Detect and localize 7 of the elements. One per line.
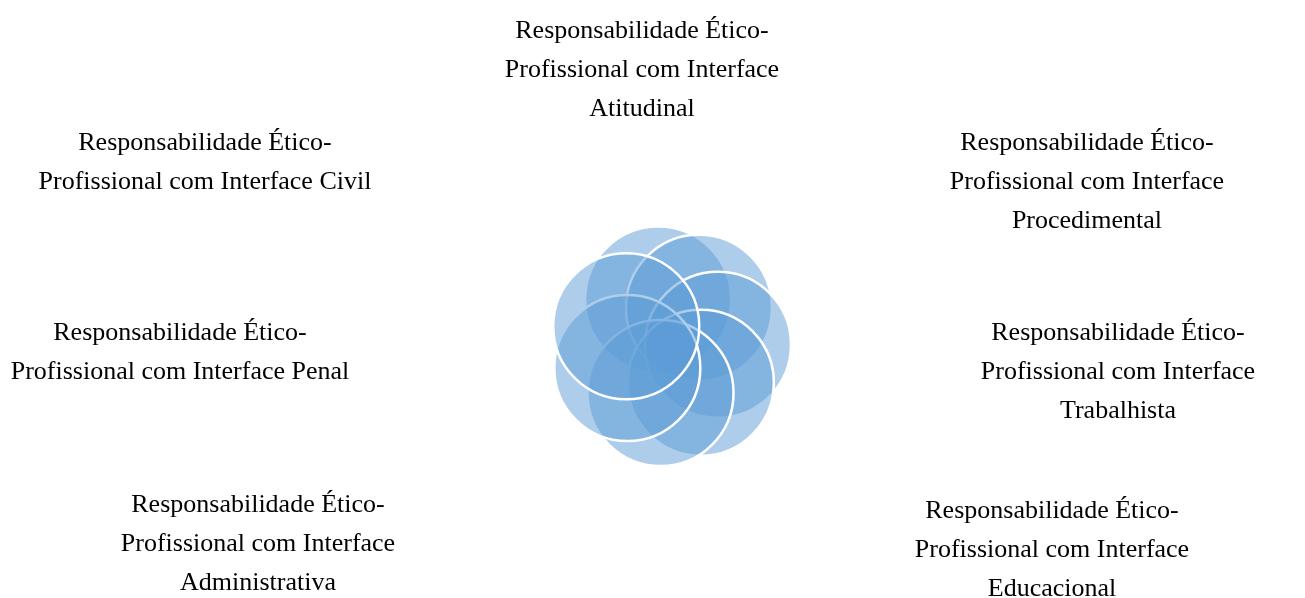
category-label: Responsabilidade Ético-Profissional com Interface Atitudinal — [503, 14, 781, 124]
category-label: Responsabilidade Ético-Profissional com Interface Educacional — [913, 494, 1191, 598]
category-label: Responsabilidade Ético-Profissional com Interface Trabalhista — [979, 316, 1257, 426]
category-label: Responsabilidade Ético-Profissional com Interface Penal — [9, 316, 351, 387]
category-label: Responsabilidade Ético-Profissional com Interface Procedimental — [948, 126, 1226, 236]
category-label: Responsabilidade Ético-Profissional com Interface Administrativa — [119, 488, 397, 598]
category-label: Responsabilidade Ético-Profissional com Interface Civil — [37, 126, 373, 197]
